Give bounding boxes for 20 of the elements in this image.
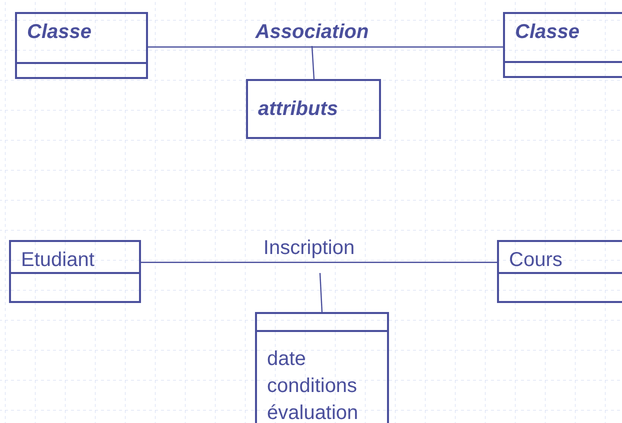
attribute-text: évaluation — [267, 401, 358, 423]
class-name: attributs — [258, 99, 338, 119]
class-name: Classe — [515, 22, 580, 42]
class-box — [497, 240, 622, 303]
class-name: Cours — [509, 250, 562, 270]
attribute-text: conditions — [267, 374, 358, 399]
class-box — [255, 312, 389, 423]
class-box — [15, 12, 148, 79]
attribute-text: date — [267, 347, 307, 372]
association-name: Association — [255, 22, 369, 42]
association-line — [141, 262, 497, 263]
association-link-line — [311, 46, 315, 80]
class-name: Etudiant — [21, 250, 94, 270]
association-name: Inscription — [263, 238, 355, 258]
association-link-line — [319, 272, 323, 312]
class-box — [246, 79, 381, 139]
class-box — [9, 240, 141, 303]
association-line — [148, 46, 503, 48]
class-box — [503, 12, 622, 78]
class-name: Classe — [27, 22, 92, 42]
